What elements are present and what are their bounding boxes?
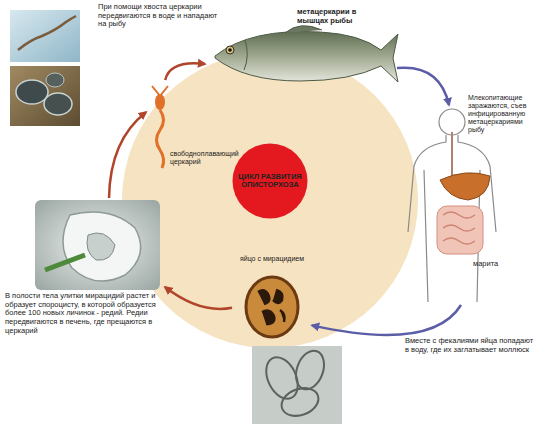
edge-label: Вместе с фекалиями яйца попадают в воду,…: [405, 337, 537, 354]
egg-photo-egg: [278, 383, 323, 420]
fish-eye: [226, 46, 234, 54]
host-stage: марита: [395, 105, 515, 305]
fish-stage: метацеркарии в мышцах рыбы: [205, 8, 397, 88]
cercaria-body: [155, 94, 165, 110]
intestine-loops: [443, 212, 475, 244]
liver: [440, 173, 490, 200]
node-text: свободноплавающий церкарий: [170, 150, 242, 166]
snail-inner: [87, 233, 115, 260]
snail-stage: В полости тела улитки мирацидий растет и…: [5, 198, 165, 376]
node-text: ЦИКЛ РАЗВИТИЯ ОПИСТОРХОЗА: [238, 173, 302, 190]
egg: [246, 277, 298, 337]
node-text: марита: [473, 260, 513, 269]
human-head: [439, 109, 465, 135]
cycle-arrow: [312, 305, 461, 335]
cycle-disc: [122, 52, 418, 348]
circle-fill: [233, 144, 308, 219]
fish-pupil: [228, 48, 232, 52]
cycle-arrow: [397, 68, 449, 105]
snail-photo: [10, 66, 80, 126]
egg-photo-egg: [291, 347, 329, 393]
cercaria-stage: свободноплавающий церкарий: [146, 80, 242, 172]
cycle-arrow: [165, 287, 232, 309]
edge-label: Млекопитающие заражаются, съев инфициров…: [468, 94, 540, 134]
node-text: метацеркарии в мышцах рыбы: [297, 8, 379, 25]
plant-stem: [45, 255, 85, 270]
egg-photo-egg: [260, 352, 304, 404]
snail-shell: [44, 93, 72, 115]
cycle-arrow: [109, 112, 146, 198]
snail-shell: [46, 73, 64, 87]
snail-shell: [16, 80, 48, 104]
cycle-arrow: [165, 63, 205, 80]
title-circle: ЦИКЛ РАЗВИТИЯ ОПИСТОРХОЗА: [232, 143, 308, 219]
egg-stage: яйцо с мирацидием: [232, 255, 312, 343]
node-text: яйцо с мирацидием: [232, 255, 312, 263]
cercaria-photo: [10, 10, 80, 62]
cercaria-tail: [157, 110, 164, 168]
fish: [215, 32, 398, 83]
miracidium: [258, 290, 285, 324]
snail-body: [63, 212, 141, 281]
snail-micro-photo: [35, 200, 160, 290]
egg-photo: [252, 346, 342, 424]
intestines: [437, 206, 483, 254]
node-text: В полости тела улитки мирацидий растет и…: [5, 292, 163, 335]
edge-label: При помощи хвоста церкарии передвигаются…: [98, 3, 226, 29]
fish-gill: [244, 40, 247, 70]
cercaria-photo-worm: [18, 16, 76, 50]
fish-fin: [285, 26, 322, 33]
